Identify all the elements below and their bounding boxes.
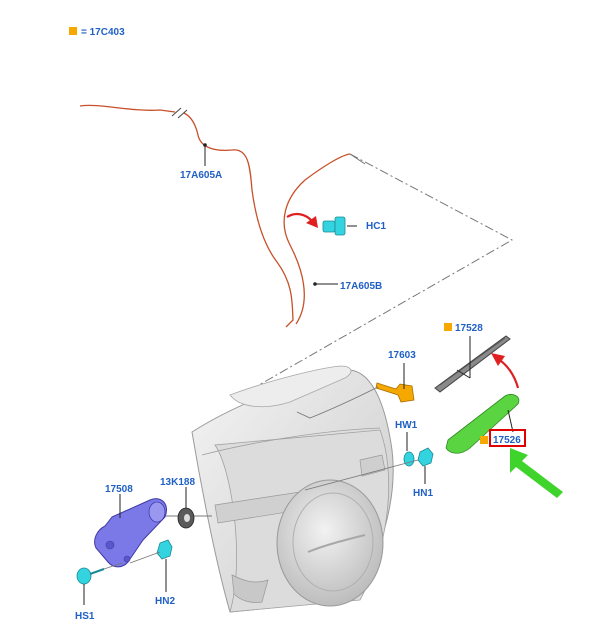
- label-grommet: 13K188: [160, 477, 195, 488]
- wiper-motor: [94, 494, 167, 568]
- arm-highlight-box: [489, 429, 526, 447]
- hose-connector: [322, 216, 357, 236]
- red-arrow-blade-head: [491, 353, 505, 366]
- label-washer: HW1: [395, 420, 418, 431]
- red-arrow-connector: [286, 212, 314, 223]
- label-nut-small: HN2: [155, 596, 175, 607]
- red-arrow-connector-head: [306, 216, 318, 228]
- washer-hw1: [403, 432, 415, 467]
- label-motor: 17508: [105, 484, 133, 495]
- wiper-arm: [445, 394, 520, 454]
- washer-hose: [79, 104, 351, 328]
- legend-text: = 17C403: [81, 27, 125, 38]
- nut-hn2: [156, 539, 173, 592]
- hose-route-outline: [251, 153, 514, 390]
- label-nut: HN1: [413, 488, 433, 499]
- label-hose-upper: 17A605A: [180, 170, 222, 181]
- legend-swatch: [69, 27, 77, 35]
- label-arm: 17526: [493, 435, 521, 446]
- label-connector: HC1: [366, 221, 386, 232]
- label-hose-lower: 17A605B: [340, 281, 382, 292]
- label-screw: HS1: [75, 611, 95, 622]
- green-arrow: [510, 448, 563, 498]
- wiper-blade: [434, 335, 511, 393]
- label-blade: 17528: [455, 323, 483, 334]
- nut-hn1: [417, 447, 434, 484]
- spare-tire: [276, 479, 384, 607]
- washer-nozzle: [375, 363, 415, 403]
- legend: = 17C403: [69, 27, 125, 38]
- label-nozzle: 17603: [388, 350, 416, 361]
- hose-leaders: [203, 143, 338, 286]
- arm-marker-swatch: [480, 436, 488, 444]
- blade-marker-swatch: [444, 323, 452, 331]
- grommet: [177, 487, 195, 529]
- screw-hs1: [76, 567, 105, 605]
